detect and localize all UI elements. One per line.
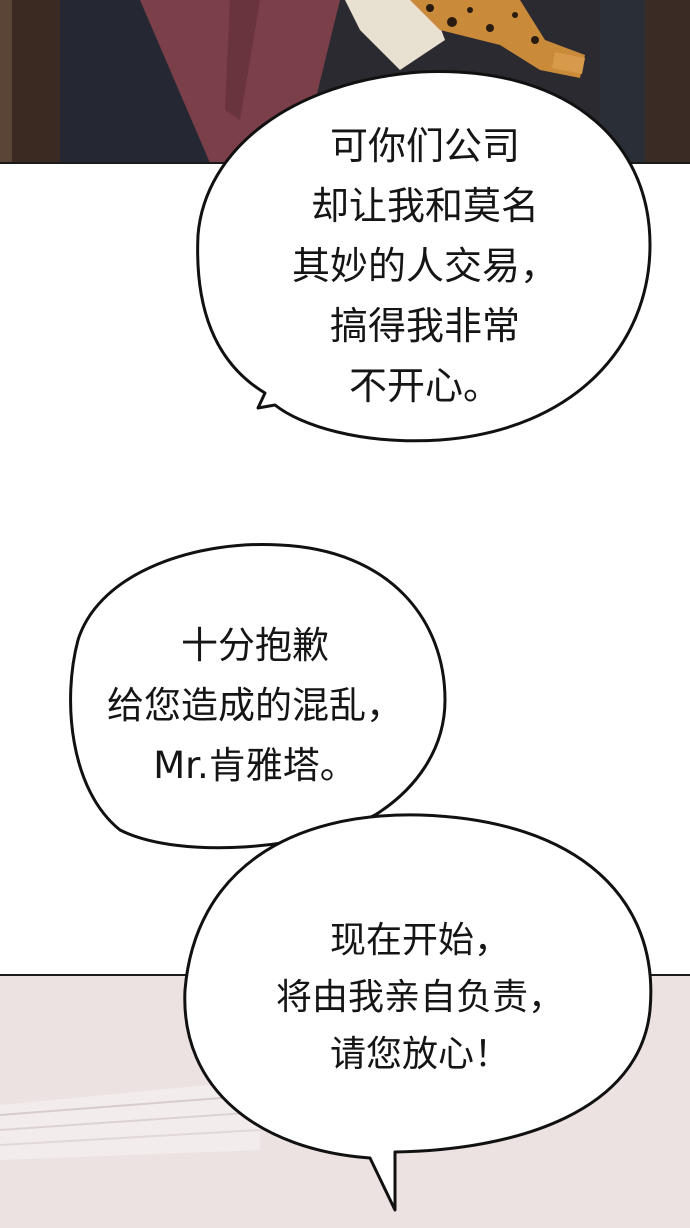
bubble-3-line-1: 现在开始， — [329, 920, 510, 961]
bubble-1-line-5: 不开心。 — [348, 364, 501, 408]
speech-bubble-1 — [196, 70, 652, 443]
bubble-2-line-2: 给您造成的混乱， — [107, 684, 403, 727]
bubble-2-line-3: Mr.肯雅塔。 — [153, 744, 357, 787]
bubble-2-text: 十分抱歉 给您造成的混乱， Mr.肯雅塔。 — [70, 616, 440, 796]
bubble-3-line-3: 请您放心！ — [329, 1034, 510, 1075]
bubble-1-line-2: 却让我和莫名 — [310, 184, 539, 228]
bubble-1-text: 可你们公司 却让我和莫名 其妙的人交易， 搞得我非常 不开心。 — [250, 116, 600, 416]
bubble-1-line-3: 其妙的人交易， — [291, 244, 558, 288]
bubble-1-line-4: 搞得我非常 — [329, 304, 520, 348]
bubble-3-text: 现在开始， 将由我亲自负责， 请您放心！ — [220, 912, 620, 1083]
speech-bubble-3 — [183, 813, 653, 1212]
bubble-1-line-1: 可你们公司 — [329, 124, 520, 168]
bubble-3-line-2: 将由我亲自负责， — [275, 977, 564, 1018]
bubble-2-line-1: 十分抱歉 — [181, 624, 329, 667]
